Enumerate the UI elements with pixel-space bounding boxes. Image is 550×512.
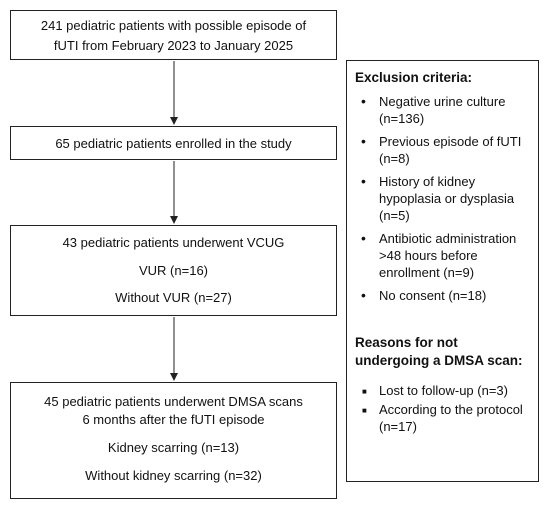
- exclusion-heading: Exclusion criteria:: [355, 70, 473, 85]
- exclusion-item: History of kidney hypoplasia or dysplasi…: [355, 173, 530, 224]
- vcug-vur: VUR (n=16): [139, 263, 208, 278]
- vcug-title: 43 pediatric patients underwent VCUG: [62, 235, 285, 250]
- dmsa-scarring: Kidney scarring (n=13): [107, 440, 240, 455]
- reasons-item: According to the protocol (n=17): [355, 401, 530, 435]
- exclusion-item: Previous episode of fUTI (n=8): [355, 133, 530, 167]
- dmsa-without-scarring: Without kidney scarring (n=32): [85, 468, 262, 483]
- vcug-box: 43 pediatric patients underwent VCUG VUR…: [10, 225, 337, 316]
- box1-line-1: 241 pediatric patients with possible epi…: [40, 18, 307, 33]
- reasons-item: Lost to follow-up (n=3): [355, 382, 530, 400]
- box1-line-2: fUTI from February 2023 to January 2025: [53, 38, 294, 53]
- dmsa-title-line-2: 6 months after the fUTI episode: [82, 412, 265, 427]
- criteria-box: Exclusion criteria: Negative urine cultu…: [346, 60, 539, 482]
- reasons-list: Lost to follow-up (n=3) According to the…: [355, 382, 530, 435]
- vcug-without-vur: Without VUR (n=27): [115, 290, 232, 305]
- exclusion-item: Negative urine culture (n=136): [355, 93, 530, 127]
- exclusion-item: No consent (n=18): [355, 287, 530, 304]
- exclusion-item: Antibiotic administration >48 hours befo…: [355, 230, 530, 281]
- reasons-heading: Reasons for not undergoing a DMSA scan:: [355, 335, 523, 368]
- initial-population-box: 241 pediatric patients with possible epi…: [10, 10, 337, 60]
- enrolled-box: 65 pediatric patients enrolled in the st…: [10, 126, 337, 160]
- box2-line-1: 65 pediatric patients enrolled in the st…: [55, 136, 292, 151]
- dmsa-box: 45 pediatric patients underwent DMSA sca…: [10, 382, 337, 499]
- exclusion-list: Negative urine culture (n=136) Previous …: [355, 93, 530, 304]
- dmsa-title-line-1: 45 pediatric patients underwent DMSA sca…: [44, 394, 303, 409]
